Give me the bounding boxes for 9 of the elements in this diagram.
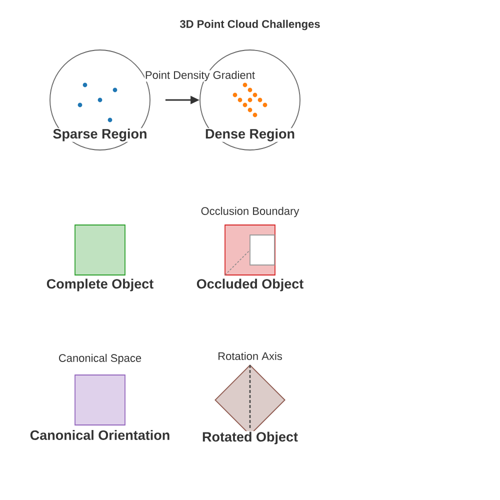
annotation: Canonical Space (58, 354, 142, 364)
object-label: Occluded Object (196, 278, 304, 292)
object-label: Complete Object (46, 278, 154, 292)
annotation: Occlusion Boundary (201, 206, 300, 218)
annotation: Rotation Axis (218, 352, 282, 360)
title: 3D Point Cloud Challenges (180, 20, 320, 30)
edge-label: Point Density Gradient (144, 70, 256, 82)
object-label: Canonical Orientation (29, 429, 171, 441)
object-label: Rotated Object (201, 431, 299, 445)
